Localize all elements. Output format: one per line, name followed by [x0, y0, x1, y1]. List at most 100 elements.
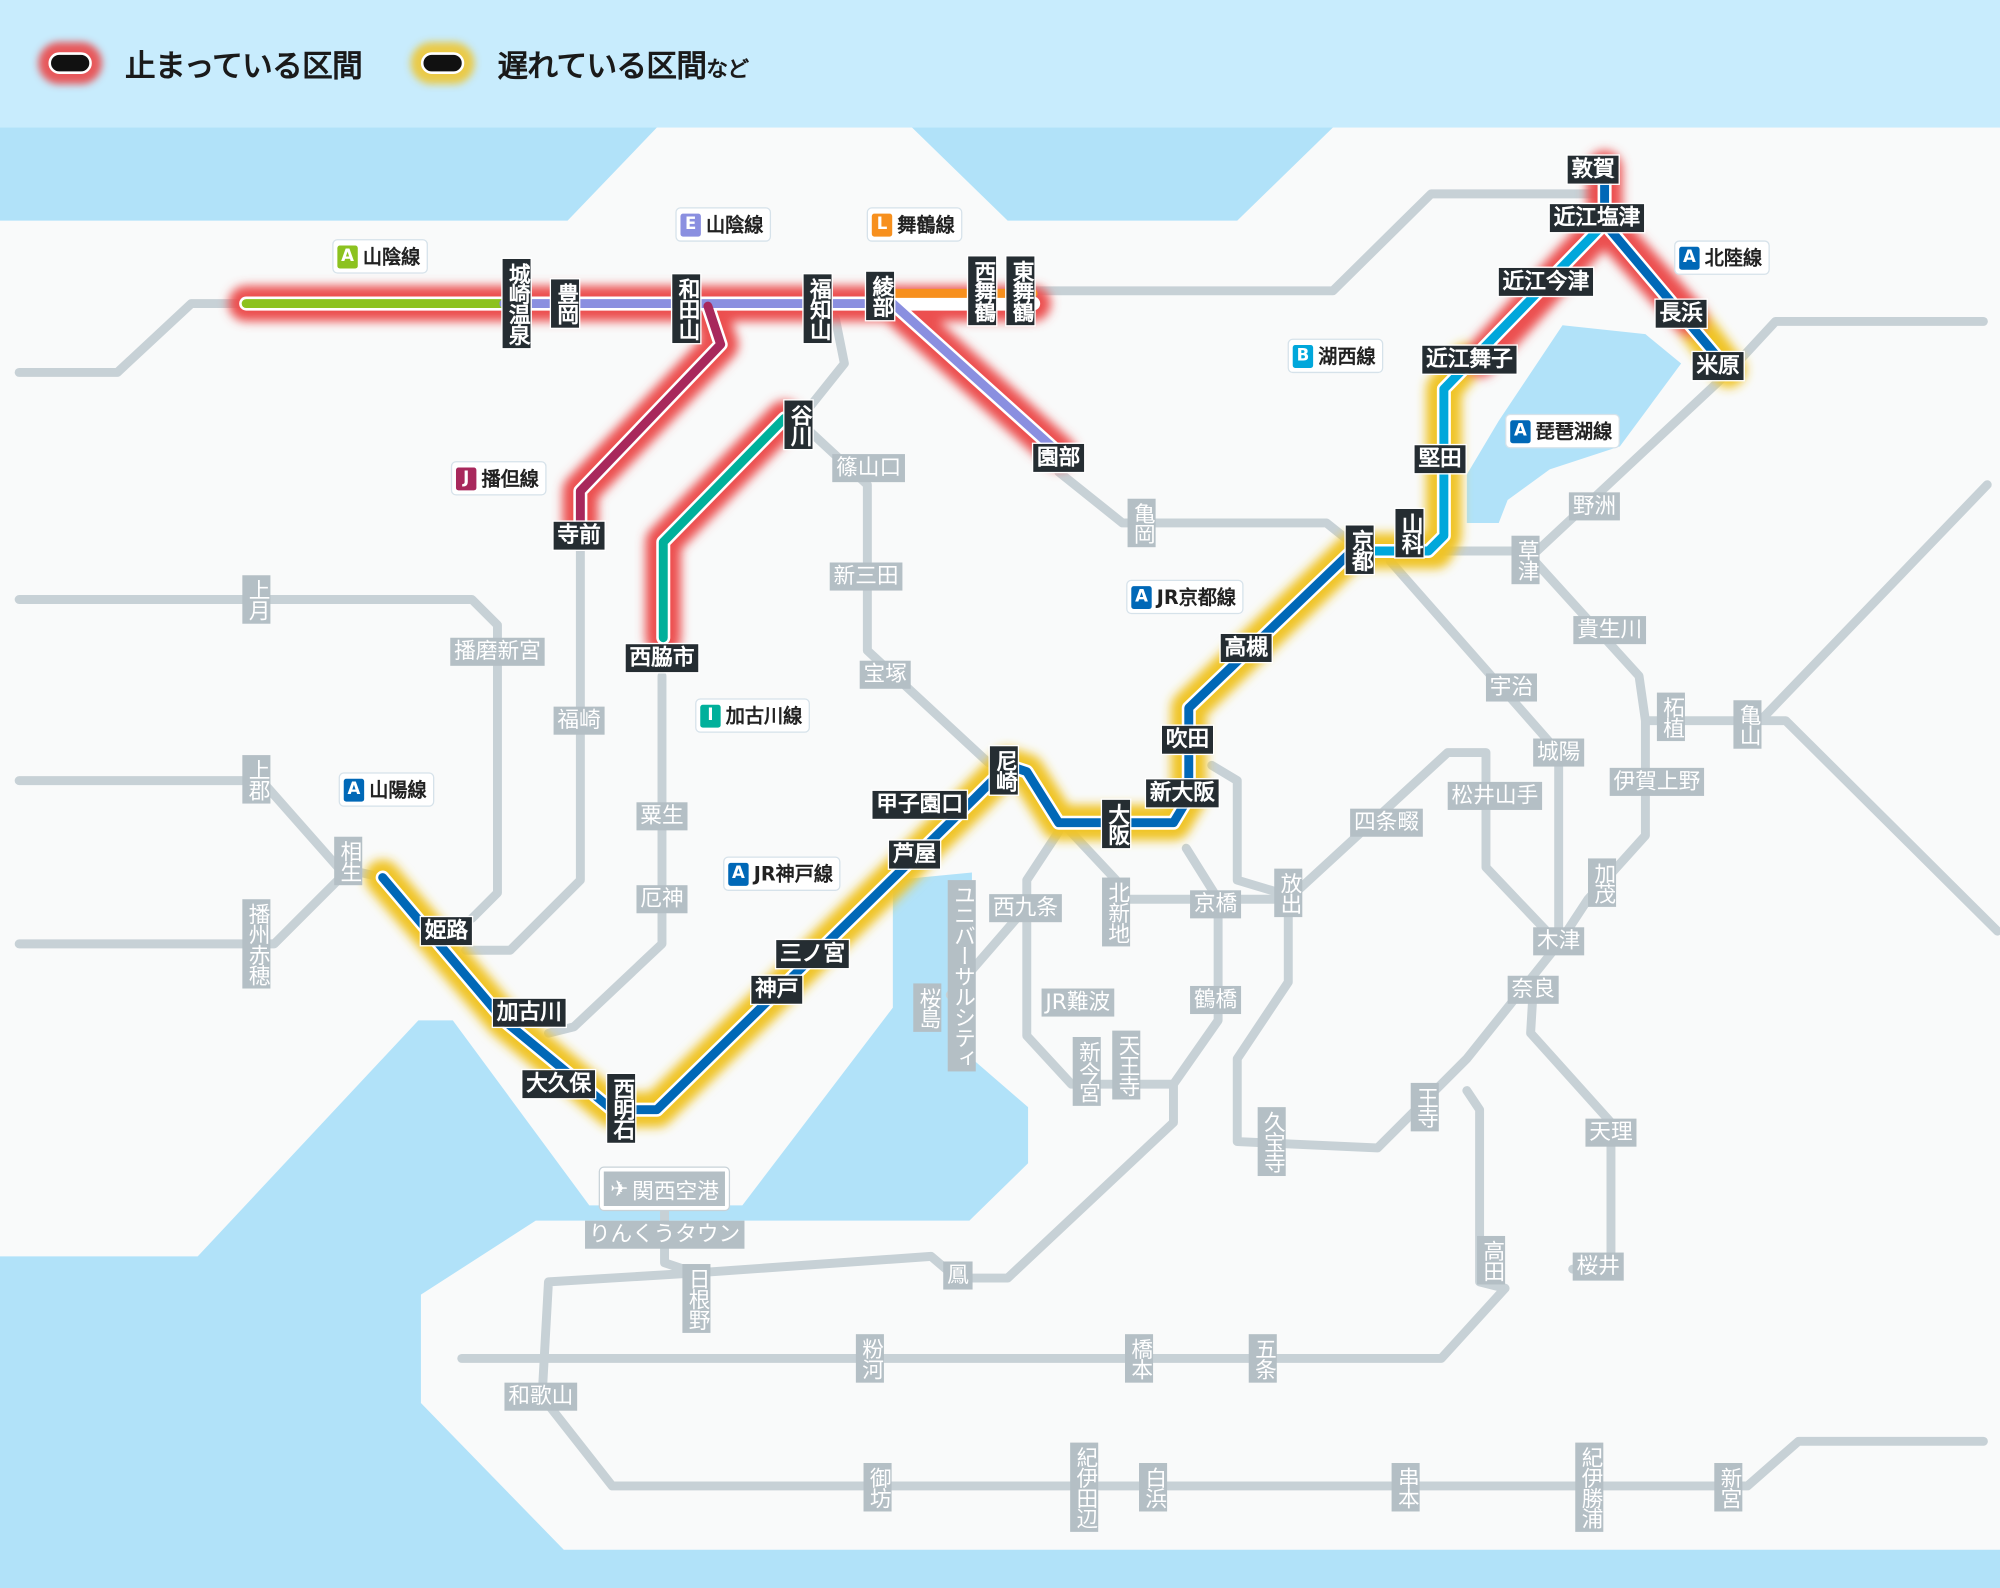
station-label[interactable]: 新宮	[1714, 1463, 1743, 1512]
station-label[interactable]: 高田	[1477, 1235, 1506, 1285]
station-label[interactable]: 木津	[1533, 927, 1585, 956]
station-label[interactable]: 西舞鶴	[966, 255, 998, 327]
station-label[interactable]: 橋本	[1124, 1334, 1154, 1383]
station-label[interactable]: 伊賀上野	[1609, 767, 1705, 796]
station-label[interactable]: 谷川	[783, 399, 814, 451]
station-label[interactable]: 上郡	[242, 755, 271, 804]
station-label[interactable]: 姫路	[419, 915, 474, 947]
station-label[interactable]: 豊岡	[549, 278, 581, 330]
station-label[interactable]: 白浜	[1139, 1463, 1168, 1512]
line-name: 北陸線	[1704, 246, 1763, 270]
station-label[interactable]: 桜島	[913, 983, 942, 1032]
station-label[interactable]: 柘植	[1656, 692, 1685, 742]
station-label[interactable]: 桜井	[1572, 1252, 1624, 1281]
station-label[interactable]: 貴生川	[1573, 616, 1647, 645]
station-label[interactable]: 三ノ宮	[774, 938, 851, 970]
station-label[interactable]: 鶴橋	[1190, 985, 1242, 1015]
station-label[interactable]: 亀山	[1733, 700, 1762, 749]
station-label[interactable]: 芦屋	[887, 839, 942, 870]
station-label[interactable]: 城陽	[1533, 738, 1585, 767]
station-label[interactable]: 天理	[1585, 1118, 1637, 1147]
station-label[interactable]: 新三田	[829, 562, 903, 591]
station-label[interactable]: 堅田	[1413, 443, 1467, 475]
station-label[interactable]: 北新地	[1102, 877, 1131, 947]
station-label[interactable]: 福崎	[553, 706, 605, 735]
station-label[interactable]: 西脇市	[624, 642, 700, 674]
station-label[interactable]: 大阪	[1100, 798, 1132, 850]
station-label[interactable]: 西明石	[605, 1072, 637, 1145]
station-label[interactable]: 粉河	[855, 1334, 884, 1383]
station-label[interactable]: 相生	[334, 836, 363, 886]
station-label[interactable]: 大久保	[521, 1068, 597, 1100]
station-label[interactable]: 放出	[1274, 868, 1303, 918]
station-label[interactable]: 播州赤穂	[242, 899, 271, 989]
station-label[interactable]: 京都	[1344, 524, 1375, 576]
station-label[interactable]: 鳳	[943, 1261, 973, 1290]
station-label[interactable]: 園部	[1031, 442, 1086, 474]
station-label[interactable]: 串本	[1391, 1463, 1420, 1512]
station-label[interactable]: 日根野	[682, 1264, 711, 1333]
station-label[interactable]: 近江今津	[1497, 266, 1595, 298]
station-label[interactable]: 近江塩津	[1548, 202, 1646, 234]
station-label[interactable]: 高槻	[1219, 632, 1273, 664]
station-label[interactable]: 近江舞子	[1420, 344, 1518, 375]
station-label[interactable]: 東舞鶴	[1005, 255, 1036, 327]
station-label[interactable]: 甲子園口	[871, 789, 969, 821]
station-label[interactable]: 山科	[1394, 507, 1425, 559]
station-label[interactable]: 長浜	[1654, 298, 1708, 330]
station-label[interactable]: 奈良	[1507, 975, 1559, 1004]
station-label[interactable]: 粟生	[636, 802, 688, 831]
station-label[interactable]: 綾部	[864, 270, 896, 322]
line-letter: A	[343, 778, 365, 802]
station-label[interactable]: 亀岡	[1127, 498, 1156, 548]
station-label[interactable]: 加茂	[1588, 858, 1617, 907]
station-label[interactable]: 紀伊勝浦	[1575, 1442, 1604, 1532]
station-kansai-airport[interactable]: ✈ 関西空港	[599, 1167, 730, 1210]
station-label[interactable]: 王寺	[1410, 1082, 1439, 1132]
station-label[interactable]: 和田山	[670, 272, 702, 345]
station-label[interactable]: 敦賀	[1566, 154, 1620, 185]
station-label[interactable]: 久宝寺	[1257, 1107, 1286, 1177]
station-label[interactable]: 和歌山	[504, 1382, 578, 1411]
station-label[interactable]: りんくうタウン	[585, 1220, 745, 1249]
station-label[interactable]: ユニバーサルシティ	[947, 880, 976, 1072]
station-label[interactable]: 上月	[242, 575, 271, 624]
station-label[interactable]: JR難波	[1041, 988, 1115, 1017]
station-label[interactable]: 四条畷	[1350, 808, 1423, 837]
station-label[interactable]: 尼崎	[988, 744, 1020, 796]
station-label[interactable]: 天王寺	[1112, 1030, 1141, 1100]
station-label[interactable]: 五条	[1248, 1334, 1277, 1383]
station-label[interactable]: 御坊	[863, 1463, 892, 1512]
station-label[interactable]: 吹田	[1160, 724, 1215, 756]
station-label[interactable]: 加古川	[491, 997, 567, 1029]
station-label[interactable]: 福知山	[802, 272, 833, 345]
station-label[interactable]: 米原	[1691, 350, 1745, 382]
station-label[interactable]: 紀伊田辺	[1070, 1442, 1099, 1532]
station-label[interactable]: 草津	[1511, 535, 1540, 585]
station-label[interactable]: 新今宮	[1072, 1036, 1101, 1106]
station-label[interactable]: 厄神	[636, 885, 688, 914]
station-label[interactable]: 宇治	[1485, 673, 1537, 702]
station-label[interactable]: 京橋	[1190, 890, 1242, 919]
station-label[interactable]: 篠山口	[832, 454, 905, 483]
station-label[interactable]: 新大阪	[1144, 778, 1221, 809]
station-label[interactable]: 城崎温泉	[501, 257, 532, 350]
station-label[interactable]: 神戸	[749, 974, 804, 1006]
station-label[interactable]: 西九条	[989, 894, 1062, 923]
station-label[interactable]: 寺前	[552, 520, 606, 552]
station-label[interactable]: 野洲	[1568, 492, 1620, 521]
station-label[interactable]: 宝塚	[859, 660, 911, 689]
station-label[interactable]: 播磨新宮	[450, 637, 545, 666]
station-label[interactable]: 松井山手	[1447, 781, 1543, 810]
